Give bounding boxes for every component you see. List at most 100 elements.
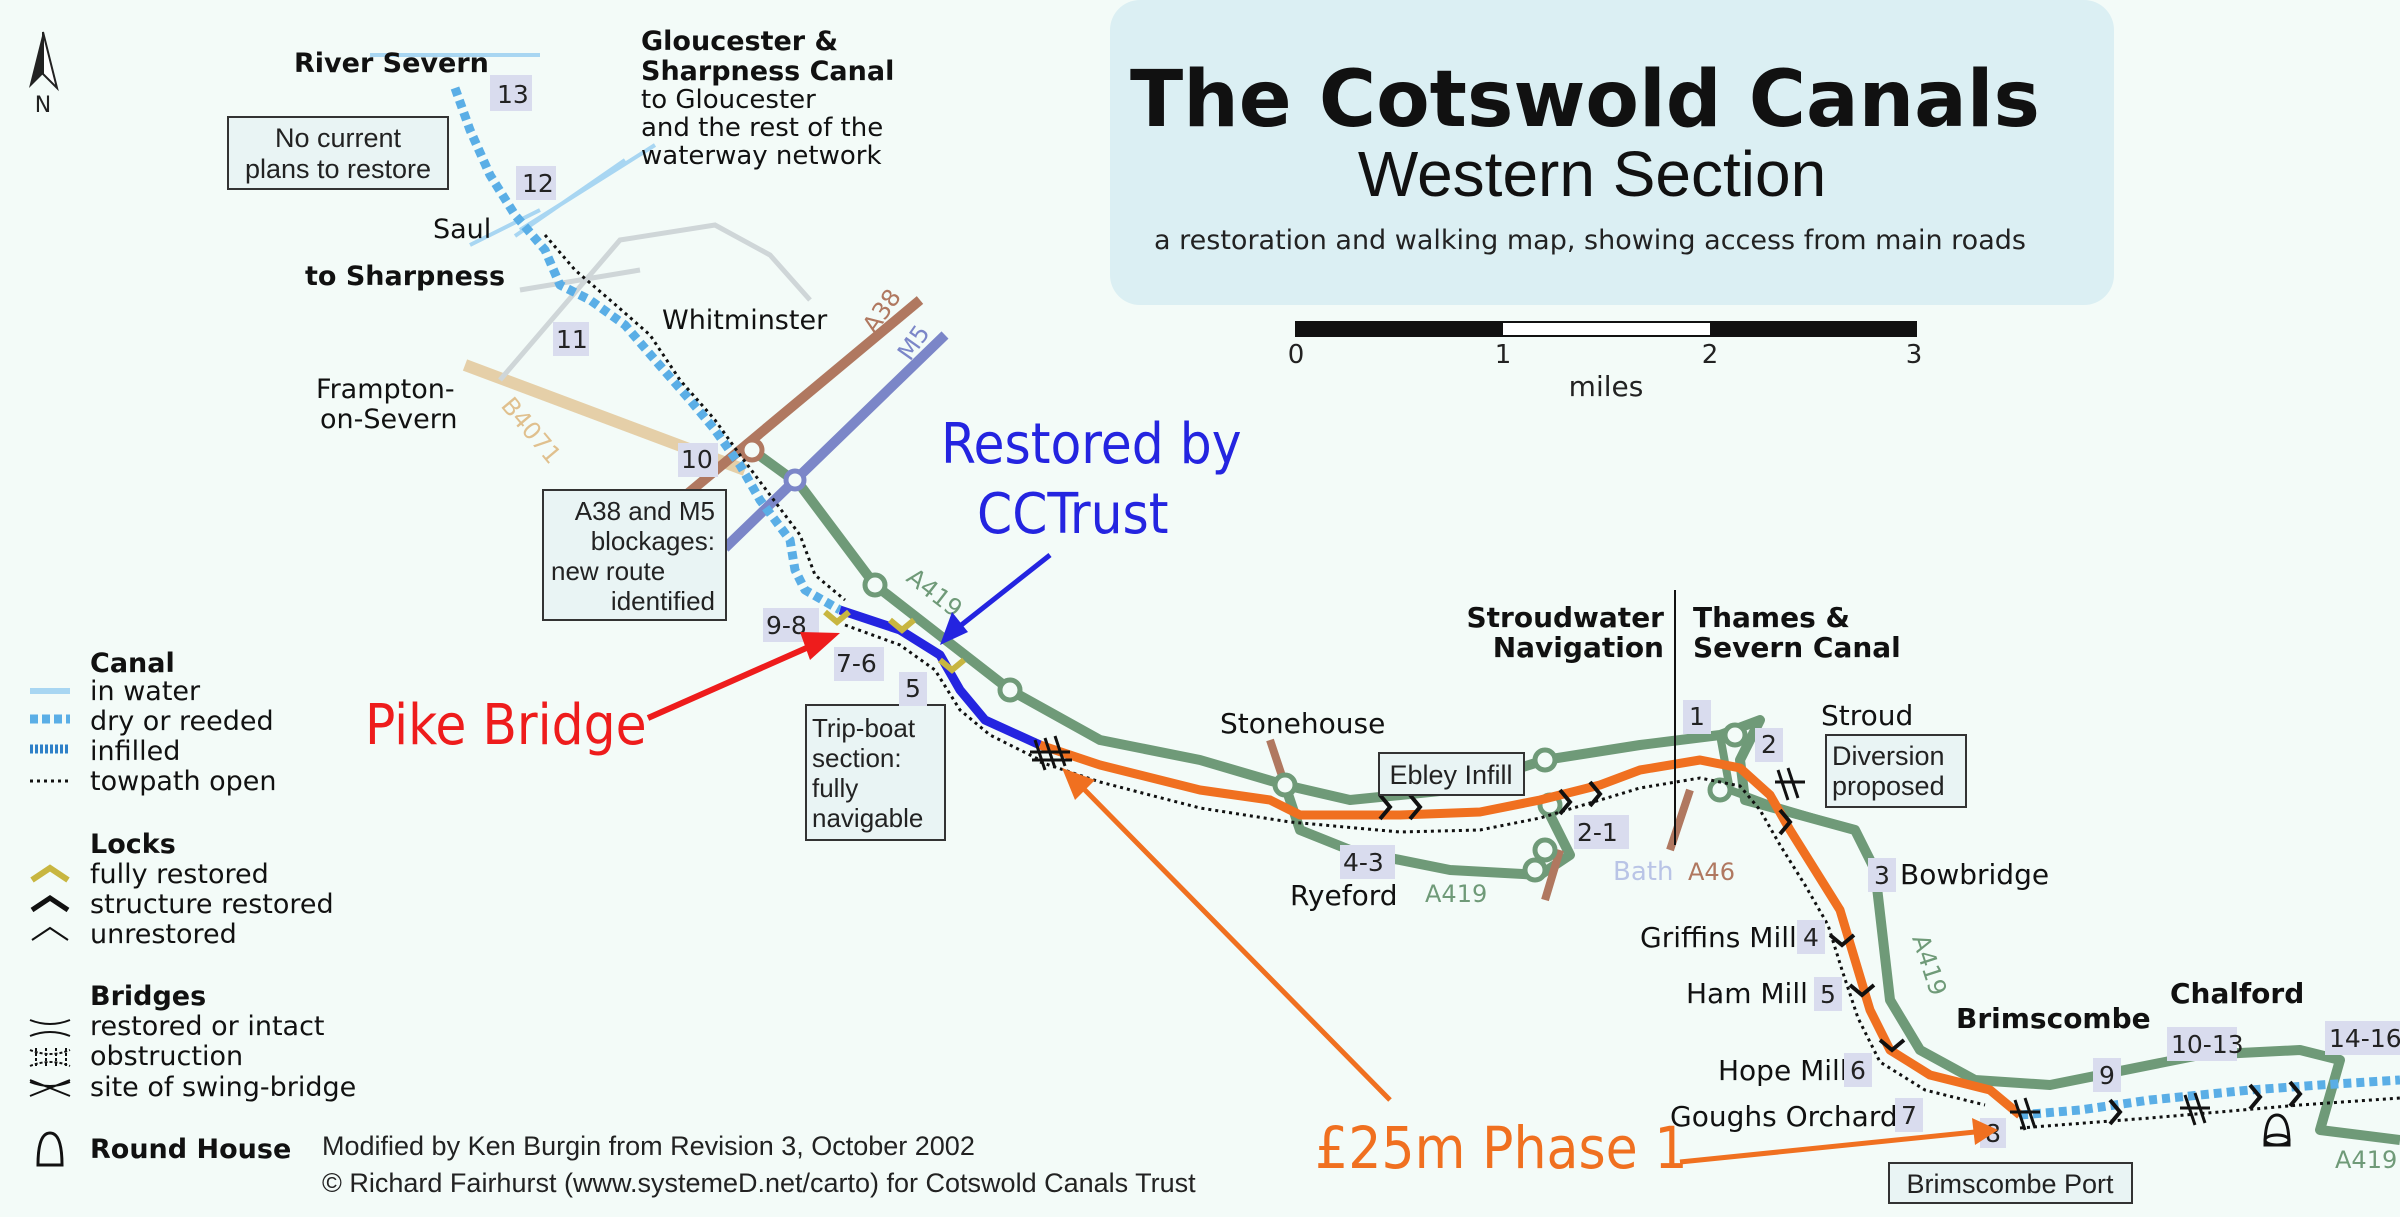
canal-restored-cctrust bbox=[838, 605, 1042, 750]
legend-in-water: in water bbox=[90, 676, 201, 707]
round-house-legend-icon bbox=[36, 1131, 64, 1167]
label-saul: Saul bbox=[433, 214, 491, 245]
svg-text:Ebley Infill: Ebley Infill bbox=[1389, 760, 1512, 790]
label-stroudwater-1: Stroudwater bbox=[1466, 601, 1664, 634]
svg-text:No current: No current bbox=[275, 123, 402, 153]
road-label-a419-3: A419 bbox=[1906, 931, 1952, 999]
label-bath: Bath bbox=[1613, 857, 1673, 887]
towpath-restored bbox=[844, 623, 1041, 762]
box-tripboat: Trip-boat section: fully navigable bbox=[805, 704, 946, 841]
scale-tick-0: 0 bbox=[1288, 340, 1305, 370]
road-label-a419-2: A419 bbox=[1425, 880, 1487, 908]
label-gloucester-2: Sharpness Canal bbox=[641, 56, 894, 87]
lock-12: 12 bbox=[522, 169, 554, 198]
annotation-restored-cctrust: Restored by CCTrust bbox=[940, 412, 1242, 645]
label-frampton-1: Frampton- bbox=[316, 374, 455, 405]
roundabouts bbox=[739, 437, 1748, 883]
lock-gold-icon bbox=[30, 864, 70, 883]
canal-phase1-orange bbox=[1038, 740, 2023, 1119]
road-a46 bbox=[1541, 788, 1694, 902]
towpath-east bbox=[2019, 1096, 2400, 1130]
towpath-phase1 bbox=[1039, 760, 1986, 1107]
lock-5-west: 5 bbox=[905, 674, 921, 703]
lock-2: 2 bbox=[1761, 730, 1777, 759]
road-a38 bbox=[646, 296, 924, 529]
label-ryeford: Ryeford bbox=[1290, 879, 1398, 912]
restored-label-1: Restored by bbox=[941, 412, 1242, 477]
credits: Modified by Ken Burgin from Revision 3, … bbox=[322, 1131, 1196, 1198]
label-ham-mill: Ham Mill bbox=[1686, 977, 1808, 1010]
svg-text:A38 and M5: A38 and M5 bbox=[575, 496, 715, 526]
box-brimscombe-port: Brimscombe Port bbox=[1888, 1162, 2133, 1204]
label-griffins-mill: Griffins Mill bbox=[1640, 921, 1797, 954]
legend-towpath: towpath open bbox=[90, 766, 277, 797]
svg-text:new route: new route bbox=[551, 556, 665, 586]
label-hope-mill: Hope Mill bbox=[1718, 1054, 1848, 1087]
legend-restored-intact: restored or intact bbox=[90, 1011, 325, 1042]
svg-text:identified: identified bbox=[611, 586, 715, 616]
lock-7: 7 bbox=[1901, 1101, 1917, 1130]
north-arrow-icon: N bbox=[29, 31, 59, 118]
svg-text:plans to restore: plans to restore bbox=[245, 154, 431, 184]
credit-line-2: © Richard Fairhurst (www.systemeD.net/ca… bbox=[322, 1168, 1196, 1198]
title-panel bbox=[1110, 0, 2114, 305]
annotation-phase1: £25m Phase 1 bbox=[1062, 768, 1998, 1182]
round-house-icon bbox=[2263, 1113, 2291, 1147]
lock-14-16: 14-16 bbox=[2329, 1024, 2400, 1053]
box-a38-m5: A38 and M5 blockages: new route identifi… bbox=[542, 489, 727, 621]
road-minor-grey bbox=[498, 222, 812, 382]
scale-tick-1: 1 bbox=[1495, 340, 1512, 370]
annotation-pike-bridge: Pike Bridge bbox=[365, 632, 840, 758]
obstruction-bridges bbox=[1030, 735, 2210, 1131]
legend-canal-heading: Canal bbox=[90, 648, 175, 679]
legend-infilled: infilled bbox=[90, 736, 180, 767]
map-title: The Cotswold Canals bbox=[1130, 55, 2040, 145]
box-no-restore: No current plans to restore bbox=[227, 116, 449, 190]
svg-text:fully: fully bbox=[812, 773, 858, 803]
label-stroudwater-2: Navigation bbox=[1493, 631, 1664, 664]
label-bowbridge: Bowbridge bbox=[1900, 858, 2049, 891]
label-thames-2: Severn Canal bbox=[1693, 631, 1901, 664]
road-m5 bbox=[721, 331, 949, 552]
label-gloucester-5: waterway network bbox=[641, 141, 882, 171]
svg-text:section:: section: bbox=[812, 743, 902, 773]
bridge-obstruction-icon bbox=[29, 1048, 71, 1068]
svg-text:Brimscombe Port: Brimscombe Port bbox=[1906, 1169, 2114, 1199]
pike-bridge-label: Pike Bridge bbox=[365, 693, 647, 758]
lock-black-icon bbox=[30, 894, 70, 913]
lock-4: 4 bbox=[1803, 923, 1819, 952]
north-label: N bbox=[35, 93, 51, 118]
label-river-severn: River Severn bbox=[294, 48, 489, 79]
lock-2-1: 2-1 bbox=[1577, 818, 1618, 847]
label-stroud: Stroud bbox=[1821, 699, 1913, 732]
legend-dry-reeded: dry or reeded bbox=[90, 706, 274, 737]
towpath-west bbox=[543, 234, 846, 602]
map-tagline: a restoration and walking map, showing a… bbox=[1154, 225, 2026, 256]
label-gloucester-4: and the rest of the bbox=[641, 113, 883, 143]
svg-text:blockages:: blockages: bbox=[591, 526, 715, 556]
label-whitminster: Whitminster bbox=[662, 305, 828, 336]
label-brimscombe: Brimscombe bbox=[1956, 1002, 2151, 1035]
lock-10-13: 10-13 bbox=[2171, 1030, 2244, 1059]
road-label-m5: M5 bbox=[892, 320, 936, 366]
lock-3: 3 bbox=[1874, 861, 1890, 890]
box-ebley-infill: Ebley Infill bbox=[1378, 752, 1525, 796]
lock-13: 13 bbox=[497, 80, 529, 109]
label-to-sharpness: to Sharpness bbox=[305, 261, 505, 292]
canal-dry-east bbox=[2019, 1075, 2400, 1120]
legend-unrestored: unrestored bbox=[90, 919, 237, 950]
swing-bridge-icon bbox=[29, 1079, 71, 1097]
legend-bridges-heading: Bridges bbox=[90, 981, 206, 1012]
map-subtitle: Western Section bbox=[1358, 138, 1826, 210]
sharpness-branch-line bbox=[469, 208, 541, 247]
lock-10: 10 bbox=[681, 445, 713, 474]
svg-text:Trip-boat: Trip-boat bbox=[812, 713, 916, 743]
lock-9: 9 bbox=[2099, 1061, 2115, 1090]
place-labels: River Severn Gloucester & Sharpness Cana… bbox=[294, 26, 2304, 1133]
svg-text:navigable: navigable bbox=[812, 803, 923, 833]
legend: Canal in water dry or reeded infilled to… bbox=[29, 648, 356, 1167]
scale-unit: miles bbox=[1569, 370, 1644, 403]
credit-line-1: Modified by Ken Burgin from Revision 3, … bbox=[322, 1131, 975, 1161]
label-gloucester-3: to Gloucester bbox=[641, 85, 816, 115]
